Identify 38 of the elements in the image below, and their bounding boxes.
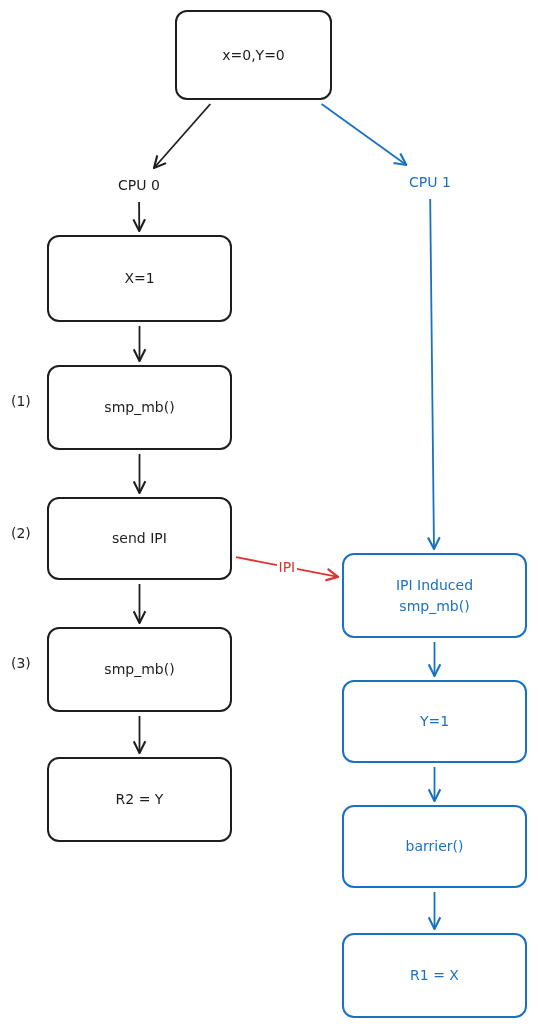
cpu-label: CPU 0 xyxy=(108,172,170,198)
process-box xyxy=(47,627,232,712)
process-box xyxy=(342,805,527,888)
process-box xyxy=(342,553,527,638)
edge-label: IPI xyxy=(276,559,298,575)
node-text: Y=1 xyxy=(419,712,450,731)
arrow xyxy=(427,198,441,551)
arrow xyxy=(132,201,147,233)
step-number: (3) xyxy=(11,655,31,671)
arrow xyxy=(427,641,442,678)
process-box xyxy=(47,235,232,322)
process-box xyxy=(342,680,527,763)
arrow xyxy=(427,891,442,931)
node-text: R2 = Y xyxy=(115,790,164,809)
process-box xyxy=(342,933,527,1018)
arrow xyxy=(132,583,147,625)
arrow xyxy=(132,715,147,755)
cpu-label: CPU 1 xyxy=(396,169,464,195)
node-text: send IPI xyxy=(112,529,167,548)
arrow xyxy=(132,325,147,363)
arrow xyxy=(427,766,442,803)
process-box xyxy=(47,757,232,842)
node-text: X=1 xyxy=(124,269,155,288)
node-text: x=0,Y=0 xyxy=(222,45,285,65)
arrow xyxy=(320,103,408,167)
node-text: smp_mb() xyxy=(104,660,175,679)
arrow xyxy=(235,556,340,582)
step-number: (2) xyxy=(11,525,31,541)
node-text: R1 = X xyxy=(410,966,459,985)
start-box xyxy=(175,10,332,100)
step-number: (1) xyxy=(11,393,31,409)
arrow xyxy=(132,453,147,495)
process-box xyxy=(47,365,232,450)
node-text: smp_mb() xyxy=(104,398,175,417)
arrow xyxy=(152,103,212,170)
process-box xyxy=(47,497,232,580)
node-text: barrier() xyxy=(405,837,464,856)
node-text: IPI Induced smp_mb() xyxy=(394,575,475,616)
